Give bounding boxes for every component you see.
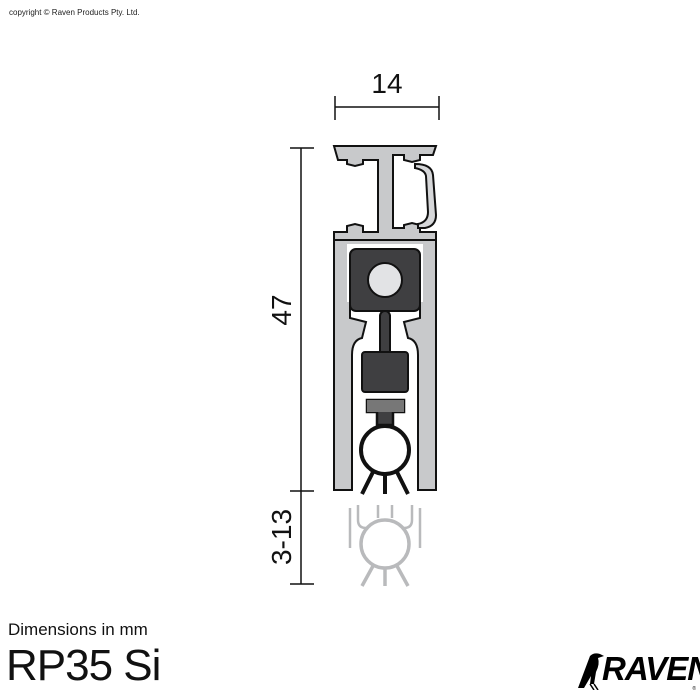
top-carrier-profile (332, 145, 438, 241)
width-label: 14 (371, 68, 402, 99)
height-label: 47 (266, 294, 297, 325)
model-name: RP35 Si (6, 641, 161, 690)
brand-name: RAVEN (602, 650, 700, 687)
drop-label: 3-13 (266, 509, 297, 565)
width-dimension (334, 96, 440, 120)
drop-seal-ghost (348, 505, 422, 587)
raven-bird-icon (578, 653, 604, 690)
raven-logo: RAVEN ® (576, 650, 700, 692)
seal-block (349, 248, 421, 393)
drop-seal-extended (359, 398, 411, 495)
registered-mark: ® (692, 686, 696, 692)
height-dimension (290, 147, 314, 585)
copyright-text: copyright © Raven Products Pty. Ltd. (9, 8, 140, 17)
dimensions-note: Dimensions in mm (8, 620, 148, 639)
